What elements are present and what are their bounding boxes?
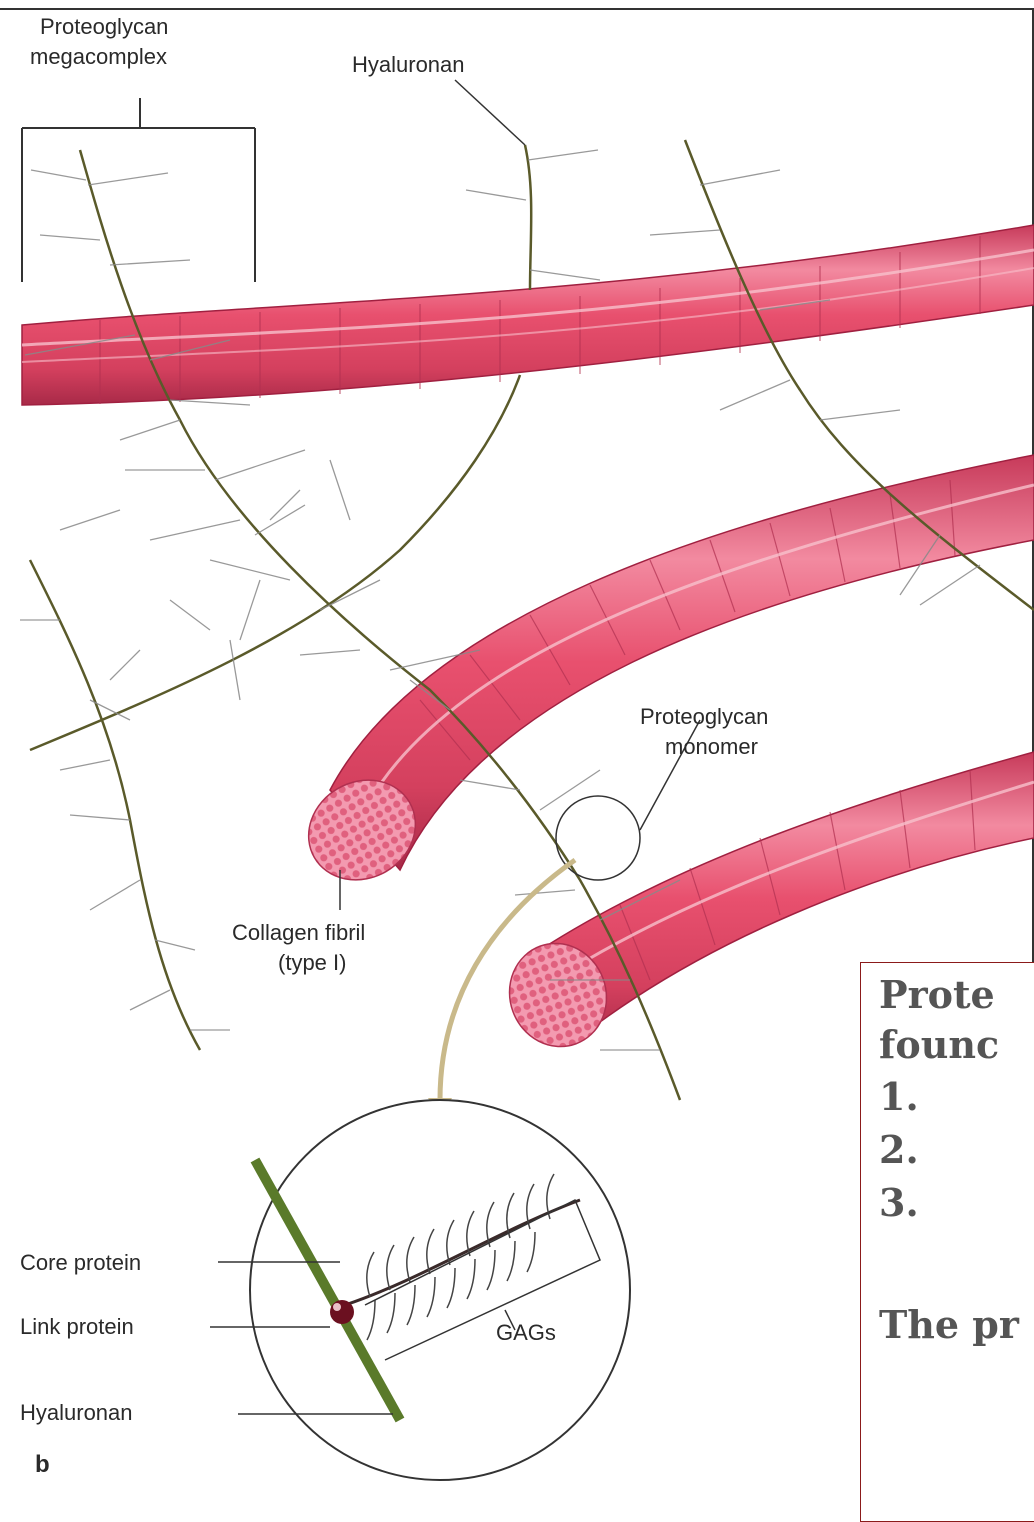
label-core-protein: Core protein	[20, 1250, 141, 1276]
panel-letter: b	[35, 1452, 50, 1478]
textbox-item-1: 1.	[879, 1075, 919, 1119]
label-gags: GAGs	[496, 1320, 556, 1346]
label-megacomplex-line2: megacomplex	[30, 44, 167, 70]
label-collagen-line1: Collagen fibril	[232, 920, 365, 946]
textbox-item-3: 3.	[879, 1181, 919, 1225]
label-hyaluronan-bottom: Hyaluronan	[20, 1400, 133, 1426]
textbox-line-1: Prote	[879, 973, 995, 1017]
textbox-item-2: 2.	[879, 1128, 919, 1172]
megacomplex-bracket	[22, 98, 255, 282]
label-megacomplex-line1: Proteoglycan	[40, 14, 168, 40]
label-collagen-line2: (type I)	[278, 950, 346, 976]
collagen-fibril-top	[22, 225, 1034, 405]
label-hyaluronan-top: Hyaluronan	[352, 52, 465, 78]
note-textbox: Prote founc 1. 2. 3. The pr	[860, 962, 1034, 1522]
label-monomer-line1: Proteoglycan	[640, 704, 768, 730]
label-monomer-line2: monomer	[665, 734, 758, 760]
magnified-monomer	[250, 1100, 630, 1480]
textbox-line-2: founc	[879, 1023, 999, 1067]
textbox-line-last: The pr	[879, 1303, 1019, 1347]
label-link-protein: Link protein	[20, 1314, 134, 1340]
